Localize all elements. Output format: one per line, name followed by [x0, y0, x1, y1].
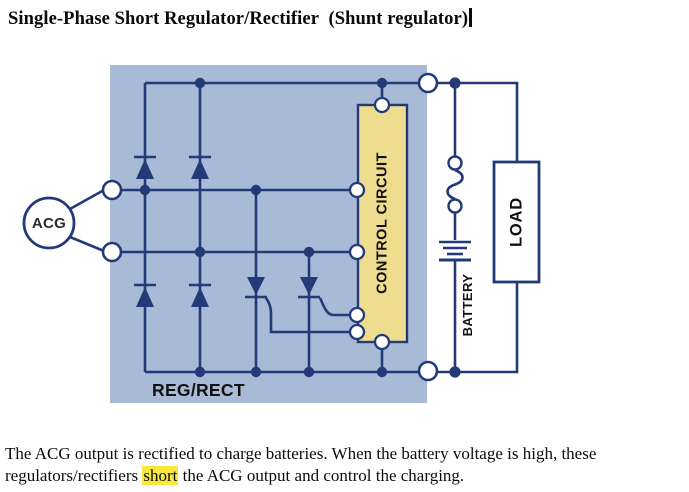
- acg-label: ACG: [32, 215, 66, 232]
- fuse-terminal-bottom-icon: [447, 198, 463, 214]
- junction-dot: [250, 184, 262, 196]
- acg-terminal-2-icon: [101, 241, 123, 263]
- control-circuit-pins: [348, 96, 391, 351]
- rectifier-diodes: [134, 155, 320, 307]
- lower-diode-1-icon: [134, 283, 156, 307]
- acg-lead-1-wire: [69, 188, 105, 211]
- junction-dot: [139, 184, 151, 196]
- junction-dot: [194, 246, 206, 258]
- acg-lead-2-wire: [69, 235, 105, 253]
- fuse-element-wire: [446, 168, 464, 201]
- caption-paragraph: The ACG output is rectified to charge ba…: [5, 443, 689, 486]
- control-pin-phase2-icon: [348, 243, 366, 261]
- page-title: Single-Phase Short Regulator/Rectifier (…: [8, 8, 668, 30]
- upper-diode-2-icon: [189, 155, 211, 179]
- control-pin-top-icon: [373, 96, 391, 114]
- battery-icon: [439, 240, 471, 262]
- load-box: [492, 160, 541, 284]
- page-title-text: Single-Phase Short Regulator/Rectifier (…: [8, 9, 469, 29]
- positive-rail-wire: [145, 81, 519, 162]
- text-cursor: [469, 8, 473, 27]
- junction-dots: [139, 77, 461, 378]
- caption-text-after: the ACG output and control the charging.: [178, 465, 465, 485]
- output-terminal-negative-icon: [417, 360, 439, 382]
- upper-diode-1-icon: [134, 155, 156, 179]
- control-pin-gate1-icon: [348, 323, 366, 341]
- junction-dot: [194, 366, 206, 378]
- fuse-terminal-top-icon: [447, 155, 463, 171]
- acg-generator-icon: [22, 196, 76, 250]
- negative-rail-wire: [145, 282, 519, 374]
- battery-label: BATTERY: [460, 274, 475, 337]
- short-scr-2-icon: [298, 277, 320, 299]
- caption-text-before: The ACG output is rectified to charge ba…: [5, 444, 597, 485]
- junction-dot: [376, 366, 388, 378]
- output-terminal-positive-icon: [417, 72, 439, 94]
- reg-rect-label: REG/RECT: [152, 380, 245, 400]
- caption-highlighted-word: short: [142, 465, 179, 485]
- junction-dot: [303, 246, 315, 258]
- control-pin-phase1-icon: [348, 181, 366, 199]
- scr-2-gate-wire: [318, 297, 352, 317]
- short-scr-1-icon: [245, 277, 267, 299]
- junction-dot: [250, 366, 262, 378]
- control-circuit-label: CONTROL CIRCUIT: [374, 152, 390, 294]
- control-pin-bottom-icon: [373, 333, 391, 351]
- junction-dot: [194, 77, 206, 89]
- junction-dot: [449, 77, 461, 89]
- lower-diode-2-icon: [189, 283, 211, 307]
- junction-dot: [449, 366, 461, 378]
- acg-terminal-1-icon: [101, 179, 123, 201]
- load-label: LOAD: [507, 197, 525, 247]
- junction-dot: [303, 366, 315, 378]
- control-pin-gate2-icon: [348, 306, 366, 324]
- scr-1-gate-wire: [264, 297, 352, 334]
- terminals: [101, 72, 439, 382]
- junction-dot: [376, 77, 388, 89]
